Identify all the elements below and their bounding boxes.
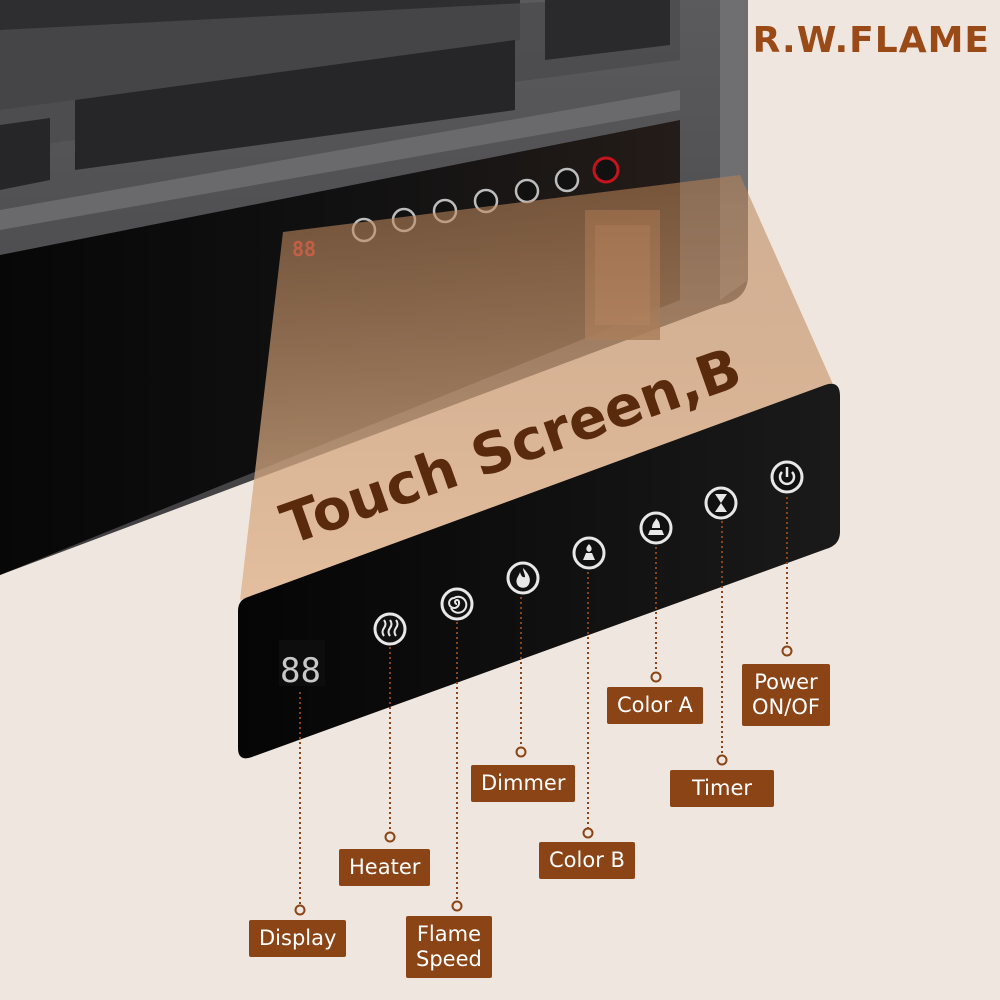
label-timer: Timer — [670, 770, 774, 807]
label-color-b: Color B — [539, 842, 635, 879]
label-power: Power ON/OF — [742, 664, 830, 726]
power-icon — [778, 467, 796, 486]
zoom-beam — [240, 175, 840, 600]
label-power-line-1: Power — [754, 670, 818, 694]
flame-icon — [516, 568, 530, 588]
spiral-icon — [448, 595, 468, 614]
panel-display-digits: 88 — [280, 651, 321, 691]
label-dimmer: Dimmer — [471, 765, 576, 802]
color-a-icon — [648, 518, 664, 535]
touch-panel: 88 — [238, 383, 840, 759]
leader-line-ends — [294, 645, 793, 916]
label-power-line-2: ON/OF — [752, 695, 820, 719]
flame-speed-button[interactable] — [440, 587, 474, 621]
brand-logo-text: R.W.FLAME — [752, 20, 990, 61]
hourglass-icon — [715, 494, 727, 512]
heater-button[interactable] — [373, 612, 407, 646]
label-flame-speed-line-2: Speed — [416, 947, 482, 971]
leader-lines — [299, 497, 788, 905]
heater-icon — [381, 619, 399, 637]
label-color-a: Color A — [607, 687, 703, 724]
power-button[interactable] — [770, 460, 804, 494]
timer-button[interactable] — [704, 486, 738, 520]
color-b-button[interactable] — [572, 536, 606, 570]
label-flame-speed-line-1: Flame — [416, 922, 481, 946]
dimmer-button[interactable] — [506, 561, 540, 595]
color-a-button[interactable] — [639, 511, 673, 545]
label-heater: Heater — [339, 849, 431, 886]
label-display: Display — [249, 920, 347, 957]
color-b-icon — [583, 544, 595, 560]
label-flame-speed: Flame Speed — [406, 916, 492, 978]
